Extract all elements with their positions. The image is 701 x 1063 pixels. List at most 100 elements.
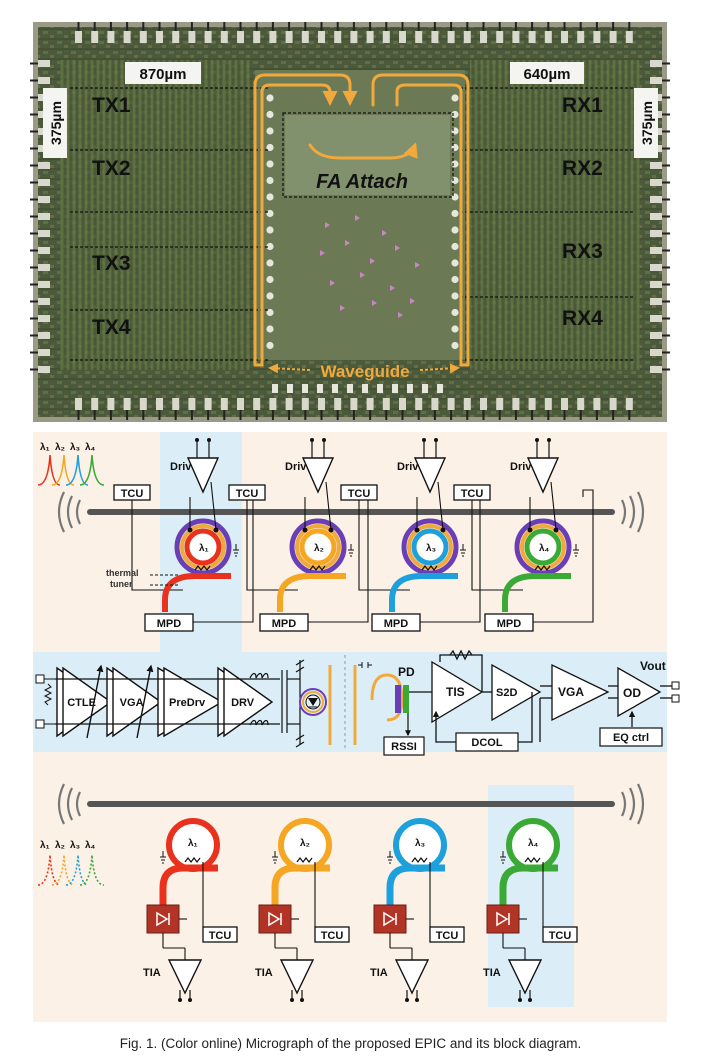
fa-attach: FA Attach bbox=[316, 171, 408, 193]
bond-pad bbox=[577, 398, 584, 410]
bond-pad bbox=[107, 31, 114, 43]
bond-pad bbox=[415, 31, 422, 43]
bond-pad bbox=[91, 31, 98, 43]
pad-dot bbox=[451, 94, 458, 101]
photodiode bbox=[374, 905, 406, 933]
bond-pad bbox=[650, 179, 662, 186]
bond-pad bbox=[38, 247, 50, 254]
rx-vga-label: VGA bbox=[558, 685, 584, 699]
bond-pad bbox=[626, 398, 633, 410]
tcu-label: TCU bbox=[321, 930, 344, 942]
tx4-label: TX4 bbox=[92, 316, 131, 339]
bond-pad bbox=[650, 281, 662, 288]
bond-pad bbox=[205, 31, 212, 43]
rx1-label: RX1 bbox=[562, 94, 603, 117]
bond-pad bbox=[448, 31, 455, 43]
pad-dot bbox=[272, 384, 278, 393]
chip-micrograph: 870µm 640µm 375µm 375µm TX1 TX2 TX3 bbox=[30, 22, 670, 422]
bond-pad bbox=[383, 31, 390, 43]
pad-dot bbox=[451, 276, 458, 283]
bond-pad bbox=[650, 213, 662, 220]
bond-pad bbox=[221, 31, 228, 43]
bond-pad bbox=[38, 60, 50, 67]
bond-pad bbox=[399, 31, 406, 43]
tx3-label: TX3 bbox=[92, 252, 131, 275]
fa-attach-label: FA Attach bbox=[316, 171, 408, 193]
height-right: 375µm bbox=[639, 101, 655, 145]
block-label: DRV bbox=[231, 697, 255, 709]
rx-spec-l2: λ₂ bbox=[55, 840, 65, 851]
bond-pad bbox=[38, 230, 50, 237]
mpd-label: MPD bbox=[497, 618, 522, 630]
thermal-label: thermal bbox=[106, 568, 139, 578]
pd-label: PD bbox=[398, 665, 415, 679]
bond-pad bbox=[318, 31, 325, 43]
pad-dot bbox=[266, 276, 273, 283]
tia-label: TIA bbox=[483, 967, 501, 979]
bond-pad bbox=[610, 31, 617, 43]
bond-pad bbox=[205, 398, 212, 410]
bond-pad bbox=[286, 398, 293, 410]
rx-spec-l3: λ₃ bbox=[70, 840, 81, 851]
ring-lambda-label: λ₂ bbox=[314, 543, 324, 554]
pad-dot bbox=[266, 111, 273, 118]
pad-dot bbox=[332, 384, 338, 393]
pad-dot bbox=[266, 259, 273, 266]
bond-pad bbox=[650, 162, 662, 169]
bond-pad bbox=[496, 31, 503, 43]
ring-lambda-label: λ₄ bbox=[539, 543, 550, 554]
bond-pad bbox=[650, 247, 662, 254]
bond-pad bbox=[545, 398, 552, 410]
bond-pad bbox=[480, 31, 487, 43]
pad-dot bbox=[451, 259, 458, 266]
mpd-label: MPD bbox=[157, 618, 182, 630]
ring-lambda-label: λ₂ bbox=[300, 838, 310, 849]
pad-dot bbox=[451, 342, 458, 349]
bond-pad bbox=[302, 398, 309, 410]
bond-pad bbox=[221, 398, 228, 410]
bond-pad bbox=[140, 398, 147, 410]
bond-pad bbox=[38, 196, 50, 203]
pad-dot bbox=[266, 160, 273, 167]
tcu-label: TCU bbox=[436, 930, 459, 942]
pad-dot bbox=[422, 384, 428, 393]
bond-pad bbox=[650, 264, 662, 271]
bond-pad bbox=[650, 332, 662, 339]
bond-pad bbox=[302, 31, 309, 43]
photodiode bbox=[487, 905, 519, 933]
bond-pad bbox=[172, 398, 179, 410]
height-left: 375µm bbox=[48, 101, 64, 145]
pad-dot bbox=[451, 325, 458, 332]
rx2-label: RX2 bbox=[562, 157, 603, 180]
dim-640: 640µm bbox=[523, 66, 570, 83]
bond-pad bbox=[156, 398, 163, 410]
eq-label: EQ ctrl bbox=[613, 732, 649, 744]
bond-pad bbox=[480, 398, 487, 410]
bond-pad bbox=[610, 398, 617, 410]
bond-pad bbox=[75, 398, 82, 410]
bond-pad bbox=[124, 31, 131, 43]
od-label: OD bbox=[623, 686, 641, 700]
ring-lambda-label: λ₃ bbox=[415, 838, 426, 849]
tcu-label: TCU bbox=[461, 488, 484, 500]
pad-dot bbox=[266, 177, 273, 184]
bond-pad bbox=[448, 398, 455, 410]
bond-pad bbox=[75, 31, 82, 43]
photodiode bbox=[147, 905, 179, 933]
bond-pad bbox=[38, 162, 50, 169]
bond-pad bbox=[464, 398, 471, 410]
ring-lambda-label: λ₄ bbox=[528, 838, 539, 849]
bond-pad bbox=[399, 398, 406, 410]
bond-pad bbox=[188, 31, 195, 43]
mpd-label: MPD bbox=[384, 618, 409, 630]
bond-pad bbox=[545, 31, 552, 43]
pad-dot bbox=[451, 210, 458, 217]
bond-pad bbox=[253, 31, 260, 43]
bond-pad bbox=[107, 398, 114, 410]
block-label: PreDrv bbox=[169, 697, 206, 709]
bond-pad bbox=[269, 31, 276, 43]
tx1-label: TX1 bbox=[92, 94, 131, 117]
bond-pad bbox=[318, 398, 325, 410]
tia-label: TIA bbox=[255, 967, 273, 979]
